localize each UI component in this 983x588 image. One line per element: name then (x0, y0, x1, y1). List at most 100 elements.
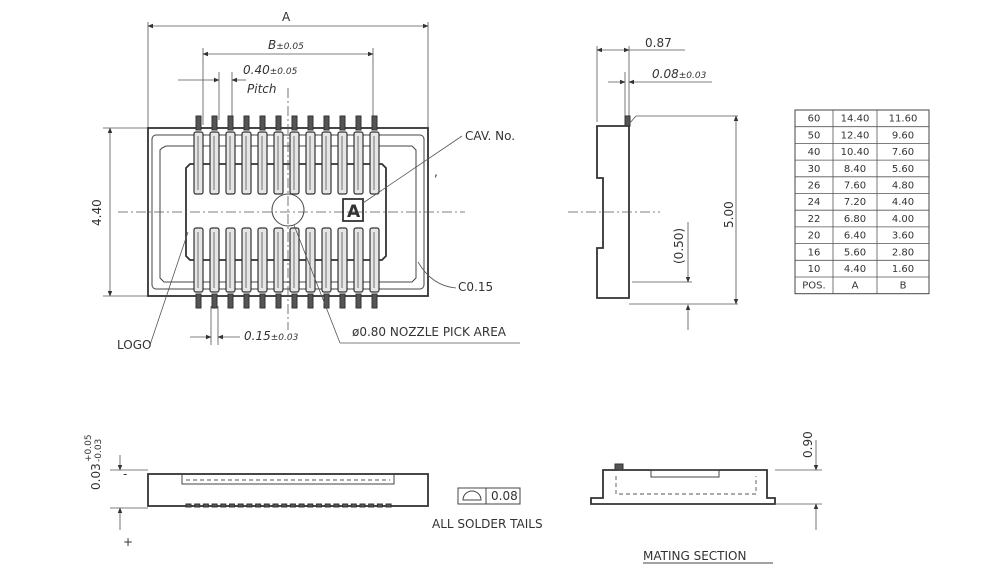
front-tail (237, 503, 244, 508)
coplanarity-tol-plus: +0.05 (84, 434, 94, 462)
contact (241, 131, 252, 195)
pin-tail (243, 115, 250, 131)
table-cell: 7.20 (844, 197, 866, 208)
contact (209, 131, 220, 195)
contact (257, 131, 268, 195)
solder-tails-label: ALL SOLDER TAILS (432, 517, 543, 531)
table-cell: 2.80 (892, 247, 914, 258)
table-cell: 4.40 (844, 264, 866, 275)
contact (337, 227, 348, 293)
pin-tail (195, 293, 202, 309)
front-tail (368, 503, 375, 508)
pin-tail (323, 293, 330, 309)
side-dim-total: 0.87 (645, 36, 672, 50)
contact (289, 227, 300, 293)
nozzle-label: ø0.80 NOZZLE PICK AREA (352, 325, 507, 339)
comma-mark: , (434, 165, 438, 179)
table-header-cell: B (900, 281, 907, 292)
contact (225, 227, 236, 293)
flatness-symbol-icon (462, 490, 482, 501)
front-tail (281, 503, 288, 508)
table-cell: 9.60 (892, 130, 914, 141)
front-tail (316, 503, 322, 508)
front-tail (298, 503, 305, 508)
table-cell: 24 (808, 197, 821, 208)
pin-tail (227, 115, 234, 131)
side-view: 0.87 0.08±0.03 5.00 (0.50) (568, 36, 739, 330)
top-pin-row (193, 115, 380, 195)
table-cell: 3.60 (892, 231, 914, 242)
contact (225, 131, 236, 195)
chamfer-label: C0.15 (458, 280, 493, 294)
contact (193, 227, 204, 293)
front-tail (324, 503, 331, 508)
cav-label: CAV. No. (465, 129, 515, 143)
pin-tail (339, 115, 346, 131)
contact (305, 227, 316, 293)
front-tail (211, 503, 218, 508)
dim-height-label: 4.40 (90, 199, 104, 226)
contact (273, 131, 284, 195)
table-cell: 60 (808, 114, 821, 125)
table-cell: 6.40 (844, 231, 866, 242)
table-cell: 11.60 (889, 114, 918, 125)
table-cell: 40 (808, 147, 821, 158)
front-tail (307, 503, 314, 508)
pin-tail (259, 293, 266, 309)
side-dim-offset: 0.08±0.03 (652, 67, 707, 81)
front-tail (246, 503, 253, 508)
contact (321, 227, 332, 293)
contact (241, 227, 252, 293)
pin-tail (291, 293, 298, 309)
table-cell: 50 (808, 130, 821, 141)
table-cell: 1.60 (892, 264, 914, 275)
pin-tail (355, 115, 362, 131)
table-cell: 10.40 (841, 147, 870, 158)
contact (353, 131, 364, 195)
pin-tail (275, 115, 282, 131)
contact (337, 131, 348, 195)
table-cell: 22 (808, 214, 821, 225)
pin-tail (195, 115, 202, 131)
side-inner-dim: (0.50) (672, 228, 686, 264)
front-tail (220, 503, 227, 508)
pin-tail (211, 115, 218, 131)
table-header-cell: A (852, 281, 859, 292)
table-cell: 4.00 (892, 214, 914, 225)
table-cell: 10 (808, 264, 821, 275)
pitch-dim: 0.40±0.05 (243, 63, 298, 77)
mating-section-title: MATING SECTION (643, 549, 746, 563)
table-cell: 30 (808, 164, 821, 175)
pin-tail (259, 115, 266, 131)
mating-height: 0.90 (801, 431, 815, 458)
cavity-marker (342, 198, 364, 222)
front-tail (359, 503, 366, 508)
pin-tail (307, 293, 314, 309)
logo-label: LOGO (117, 338, 151, 352)
front-tail (333, 503, 340, 508)
pin-tail (243, 293, 250, 309)
front-tail (229, 503, 235, 508)
contact (369, 227, 380, 293)
contact (369, 131, 380, 195)
pin-tail (307, 115, 314, 131)
front-tail (185, 503, 192, 508)
front-tail (255, 503, 262, 508)
table-cell: 6.80 (844, 214, 866, 225)
pin-tail (355, 293, 362, 309)
front-tail (376, 503, 383, 508)
table-cell: 7.60 (892, 147, 914, 158)
contact (193, 131, 204, 195)
contact (321, 131, 332, 195)
bottom-pin-row (193, 227, 380, 309)
plus-mark: + (123, 535, 133, 549)
pitch-label: Pitch (247, 82, 276, 96)
front-tail (272, 503, 279, 508)
top-view: A B±0.05 0.40±0.05 Pitch 4.40 (90, 10, 520, 352)
coplanarity-dim: 0.03 (89, 463, 103, 490)
pin-tail (371, 115, 378, 131)
pin-tail (371, 293, 378, 309)
front-view: 0.03 +0.05 -0.03 - + 0.08 ALL SOLDER TAI… (84, 434, 543, 549)
